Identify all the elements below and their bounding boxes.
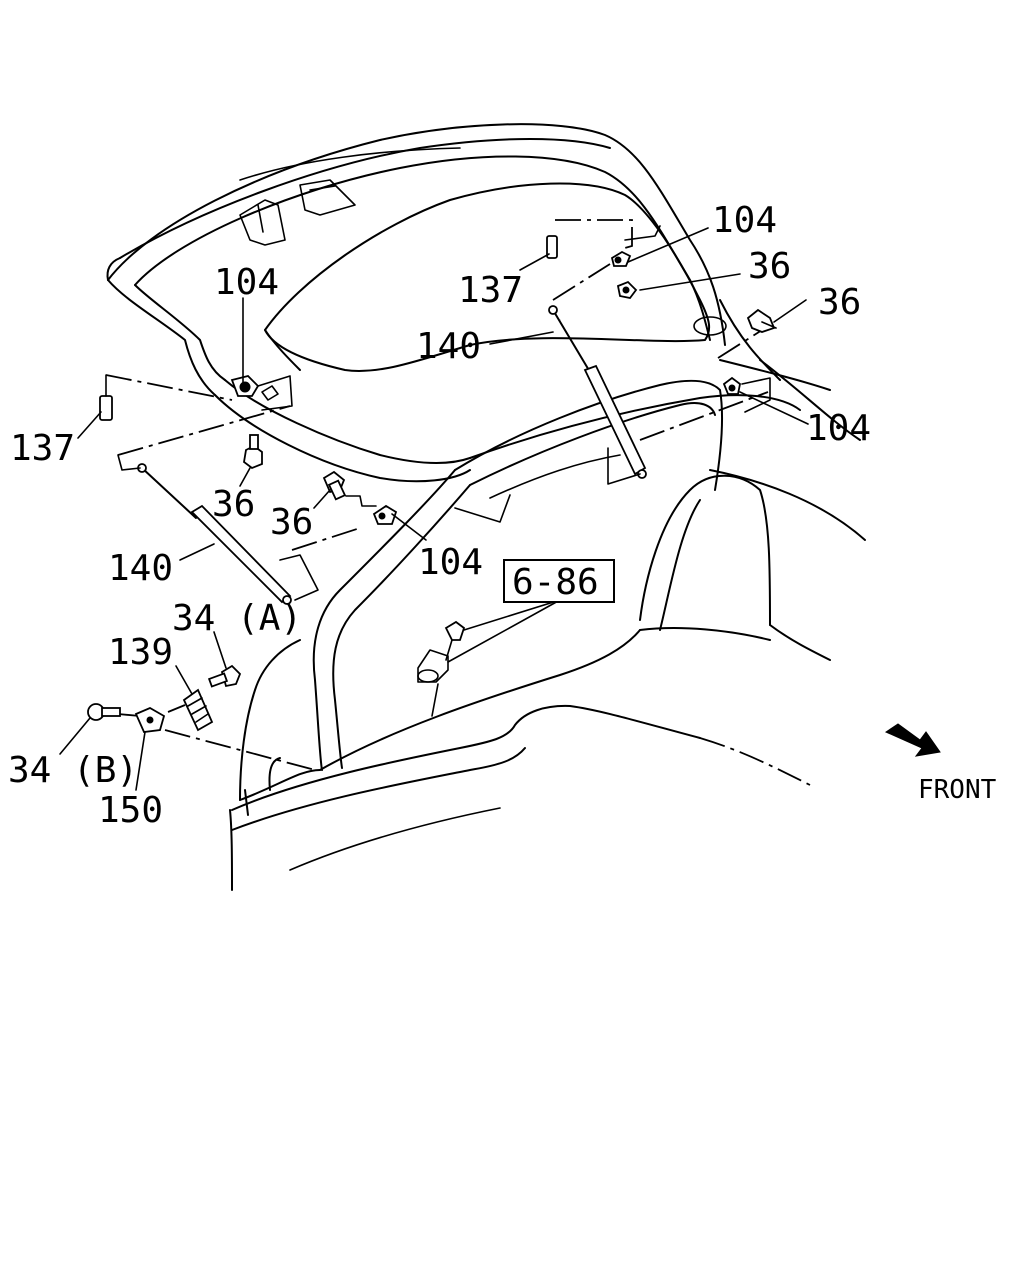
label-104-left-top: 104 [214,262,279,303]
part-labels: 104 36 36 137 140 104 104 137 36 36 104 … [8,200,871,831]
label-139: 139 [108,632,173,673]
label-34b: 34 (B) [8,750,138,791]
strut-assembly-right [546,225,777,485]
reference-box: 6-86 [503,559,615,603]
label-104-top-right: 104 [712,200,777,241]
label-104-right: 104 [806,408,871,449]
label-36-top-right-a: 36 [748,246,791,287]
front-arrow-icon [884,723,941,757]
label-140-left: 140 [108,548,173,589]
front-indicator: FRONT [884,723,997,805]
label-36-center: 36 [270,502,313,543]
label-36-top-right-b: 36 [818,282,861,323]
label-140-top-right: 140 [416,326,481,367]
reference-box-label: 6-86 [512,562,599,603]
front-label: FRONT [918,775,997,805]
vehicle-body-outline [106,123,866,891]
label-36-left: 36 [212,484,255,525]
label-150: 150 [98,790,163,831]
assembly-lines [105,219,771,771]
label-137-left: 137 [10,428,75,469]
strut-assembly-left [99,374,398,605]
label-104-center: 104 [418,542,483,583]
label-137-top-right: 137 [458,270,523,311]
callout-leaders [59,227,809,791]
label-34a: 34 (A) [172,598,302,639]
latch-assembly [87,620,466,733]
